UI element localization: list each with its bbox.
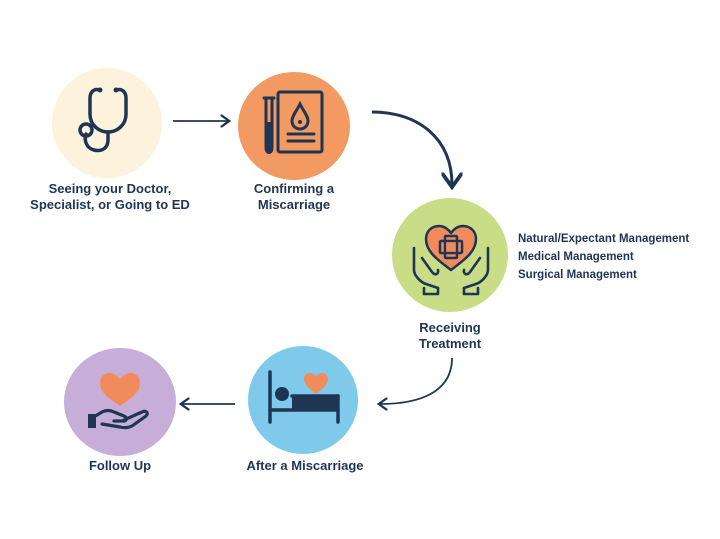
step-circle-seeing-doctor bbox=[52, 68, 162, 178]
arrow-treatment-to-after bbox=[380, 357, 453, 404]
arrow-confirming-to-treatment bbox=[371, 110, 452, 185]
step-label-follow-up: Follow Up bbox=[88, 458, 152, 473]
treatment-option: Surgical Management bbox=[518, 269, 637, 281]
step-label-confirming: Confirming a Miscarriage bbox=[253, 181, 335, 212]
lab-report-icon bbox=[262, 90, 324, 154]
heart-in-hand-icon bbox=[88, 373, 149, 430]
treatment-option: Natural/Expectant Management bbox=[518, 233, 690, 245]
step-label-receiving-treatment: Receiving Treatment bbox=[418, 320, 482, 351]
heart-in-hands-icon bbox=[412, 224, 490, 296]
step-label-after-miscarriage: After a Miscarriage bbox=[246, 458, 364, 473]
treatment-option: Medical Management bbox=[518, 251, 634, 263]
stethoscope-icon bbox=[78, 87, 128, 153]
bed-icon bbox=[268, 370, 340, 424]
step-label-seeing-doctor: Seeing your Doctor, Specialist, or Going… bbox=[30, 181, 190, 212]
treatment-options-list: Natural/Expectant Management Medical Man… bbox=[518, 230, 689, 284]
